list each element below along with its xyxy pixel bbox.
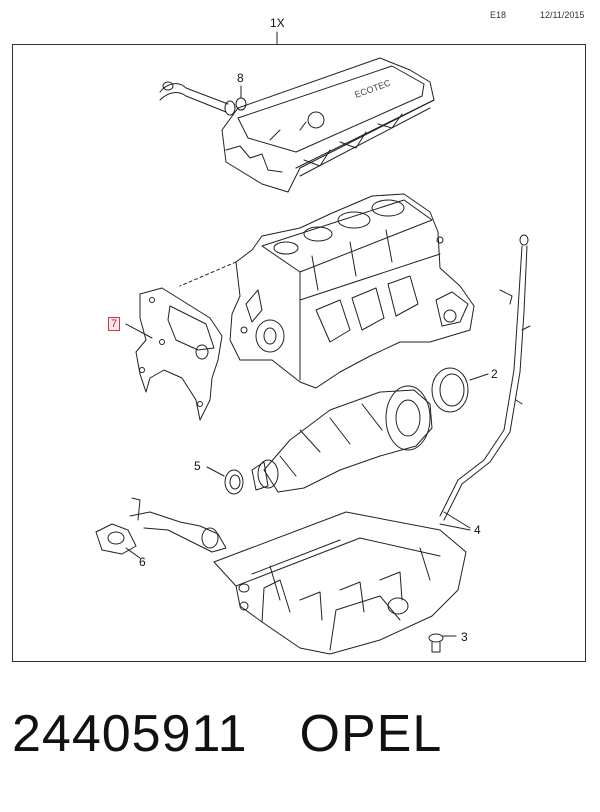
leader-4b (443, 511, 471, 529)
diagram-code: E18 (490, 10, 507, 20)
callout-5: 5 (194, 459, 201, 473)
callout-3: 3 (461, 630, 468, 644)
front-crank-seal-part-5 (224, 469, 244, 495)
footer-caption: 24405911 OPEL (12, 704, 442, 764)
leader-6 (125, 547, 141, 559)
oil-pickup-tube-part-6 (95, 497, 227, 555)
part-number: 24405911 (12, 705, 248, 763)
breather-hose (159, 81, 236, 116)
leader-4a (439, 523, 471, 531)
crankshaft (251, 385, 433, 493)
engine-block (229, 193, 475, 389)
callout-2: 2 (491, 367, 498, 381)
rear-main-seal-part-2 (431, 367, 469, 413)
diagram-frame (12, 44, 586, 662)
callout-4: 4 (474, 523, 481, 537)
leader-7 (125, 323, 153, 339)
valve-cover (221, 57, 435, 193)
assembly-guide-line (179, 261, 237, 287)
callout-7[interactable]: 7 (108, 317, 121, 331)
dipstick-tube (439, 234, 531, 521)
quantity-label: 1X (270, 16, 285, 30)
callout-6: 6 (139, 555, 146, 569)
leader-5 (206, 466, 225, 477)
oil-pan (213, 511, 467, 655)
cover-logo-text: ECOTEC (353, 77, 392, 99)
front-cover-gasket-part-7 (135, 287, 223, 421)
brand-name: OPEL (299, 705, 443, 763)
callout-8: 8 (237, 71, 244, 85)
drain-plug-part-3 (428, 633, 444, 653)
leader-2 (469, 373, 489, 381)
diagram-date: 12/11/2015 (540, 10, 585, 20)
